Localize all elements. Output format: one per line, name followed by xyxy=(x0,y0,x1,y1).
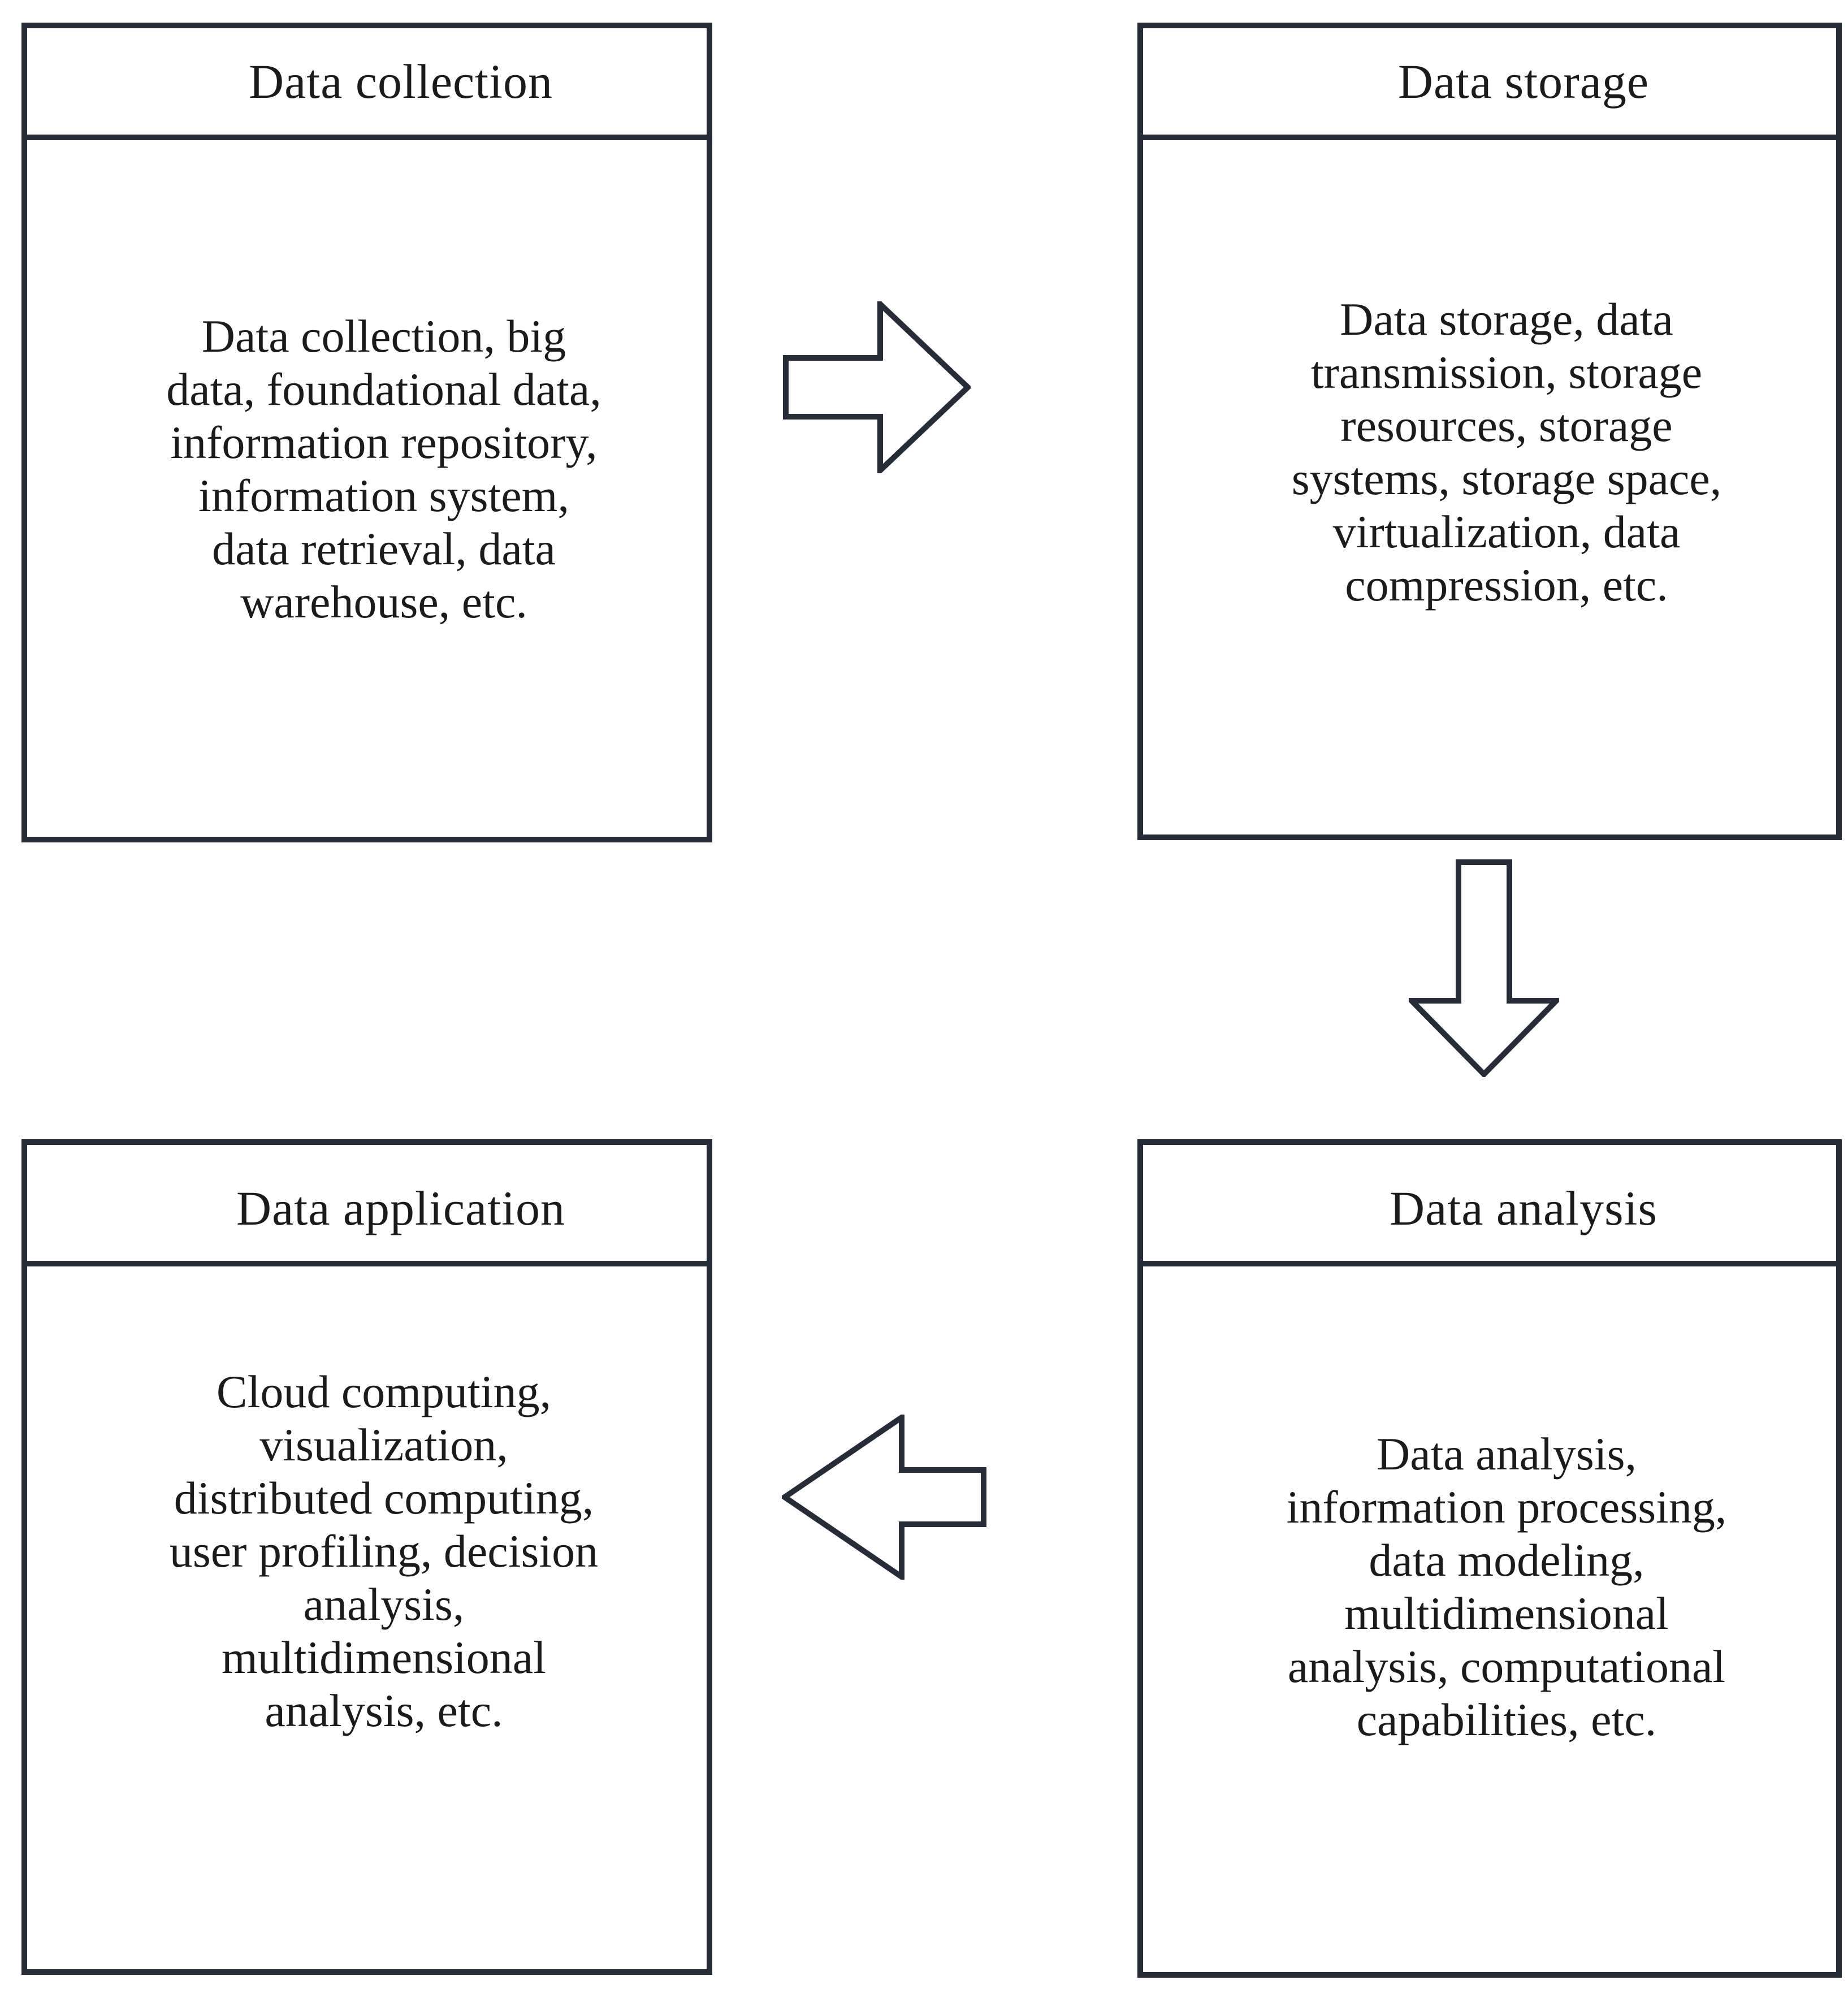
box-data-application: Data application Cloud computing, visual… xyxy=(21,1139,712,1975)
box-data-analysis-body: Data analysis, information processing, d… xyxy=(1143,1266,1836,1746)
box-data-storage-header: Data storage xyxy=(1143,28,1836,140)
arrow-right-icon xyxy=(783,301,971,473)
box-data-storage: Data storage Data storage, data transmis… xyxy=(1137,23,1842,840)
box-data-collection: Data collection Data collection, big dat… xyxy=(21,23,712,842)
box-data-application-body: Cloud computing, visualization, distribu… xyxy=(27,1266,707,1737)
box-data-collection-title: Data collection xyxy=(249,54,553,109)
box-data-analysis-body-text: Data analysis, information processing, d… xyxy=(1286,1428,1727,1745)
box-data-application-title: Data application xyxy=(236,1181,565,1235)
box-data-storage-body: Data storage, data transmission, storage… xyxy=(1143,140,1836,612)
box-data-application-header: Data application xyxy=(27,1145,707,1266)
arrow-left-icon xyxy=(782,1415,986,1580)
box-data-application-body-text: Cloud computing, visualization, distribu… xyxy=(169,1366,599,1736)
box-data-collection-header: Data collection xyxy=(27,28,707,140)
arrow-down-icon xyxy=(1409,859,1559,1077)
box-data-collection-body-text: Data collection, big data, foundational … xyxy=(166,310,601,628)
box-data-analysis: Data analysis Data analysis, information… xyxy=(1137,1139,1842,1978)
box-data-analysis-header: Data analysis xyxy=(1143,1145,1836,1266)
box-data-analysis-title: Data analysis xyxy=(1390,1181,1657,1235)
box-data-storage-body-text: Data storage, data transmission, storage… xyxy=(1291,293,1722,611)
box-data-collection-body: Data collection, big data, foundational … xyxy=(27,140,707,629)
box-data-storage-title: Data storage xyxy=(1397,54,1650,109)
